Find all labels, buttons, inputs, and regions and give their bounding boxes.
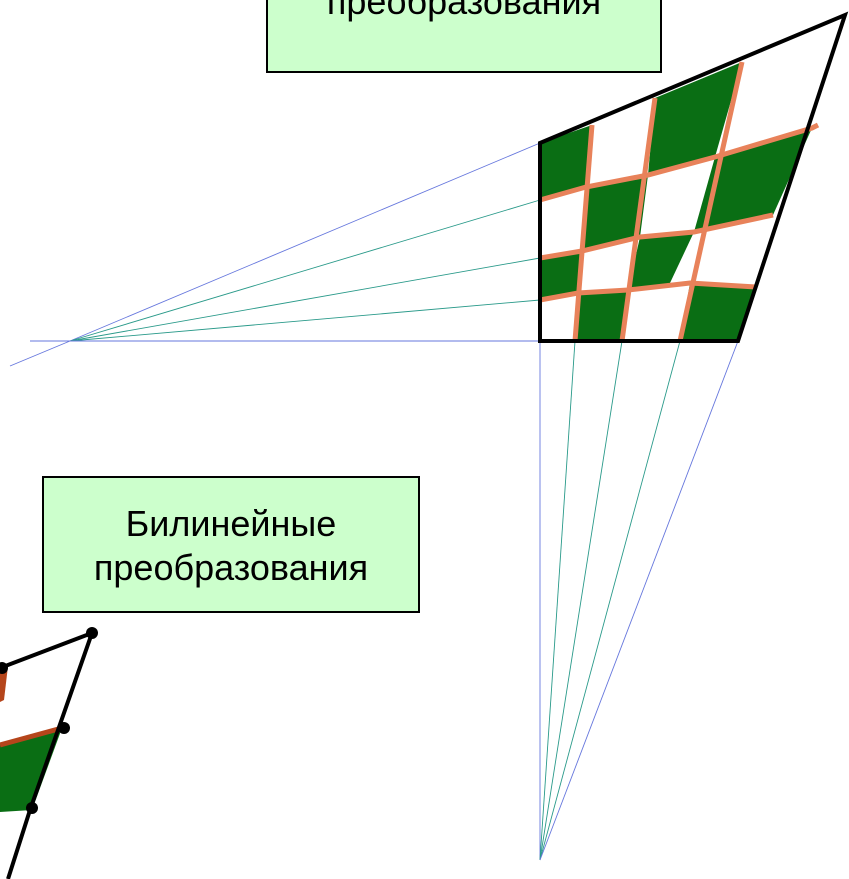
check-cell — [680, 283, 756, 341]
control-point — [0, 662, 8, 674]
check-cell — [582, 175, 648, 251]
control-point — [58, 722, 70, 734]
bilinear-patch — [0, 627, 98, 879]
check-cell — [648, 62, 742, 175]
label-line-2: преобразования — [93, 547, 369, 588]
control-point — [86, 627, 98, 639]
horizontal-vanishing-guides — [9, 142, 541, 367]
check-cell — [694, 128, 812, 232]
checkerboard-outline — [538, 11, 849, 343]
control-point — [26, 802, 38, 814]
projective-transform-label: преобразования — [266, 0, 662, 73]
checker-grid-lines — [539, 61, 820, 342]
label-line-2: преобразования — [326, 0, 602, 22]
checkerboard-base — [540, 15, 845, 341]
bilinear-cell-rust — [0, 666, 8, 702]
check-cell — [628, 232, 694, 290]
bilinear-grid-line — [0, 725, 63, 748]
bilinear-outline — [0, 629, 96, 879]
check-cell — [575, 290, 628, 341]
bilinear-transform-label: Билинейные преобразования — [42, 476, 420, 613]
check-cell — [540, 251, 582, 300]
check-cell — [540, 125, 592, 200]
label-line-1: Билинейные — [125, 503, 337, 544]
bilinear-cell-dark — [0, 728, 62, 812]
projective-checkerboard — [538, 11, 849, 343]
vertical-vanishing-guides — [539, 340, 739, 861]
